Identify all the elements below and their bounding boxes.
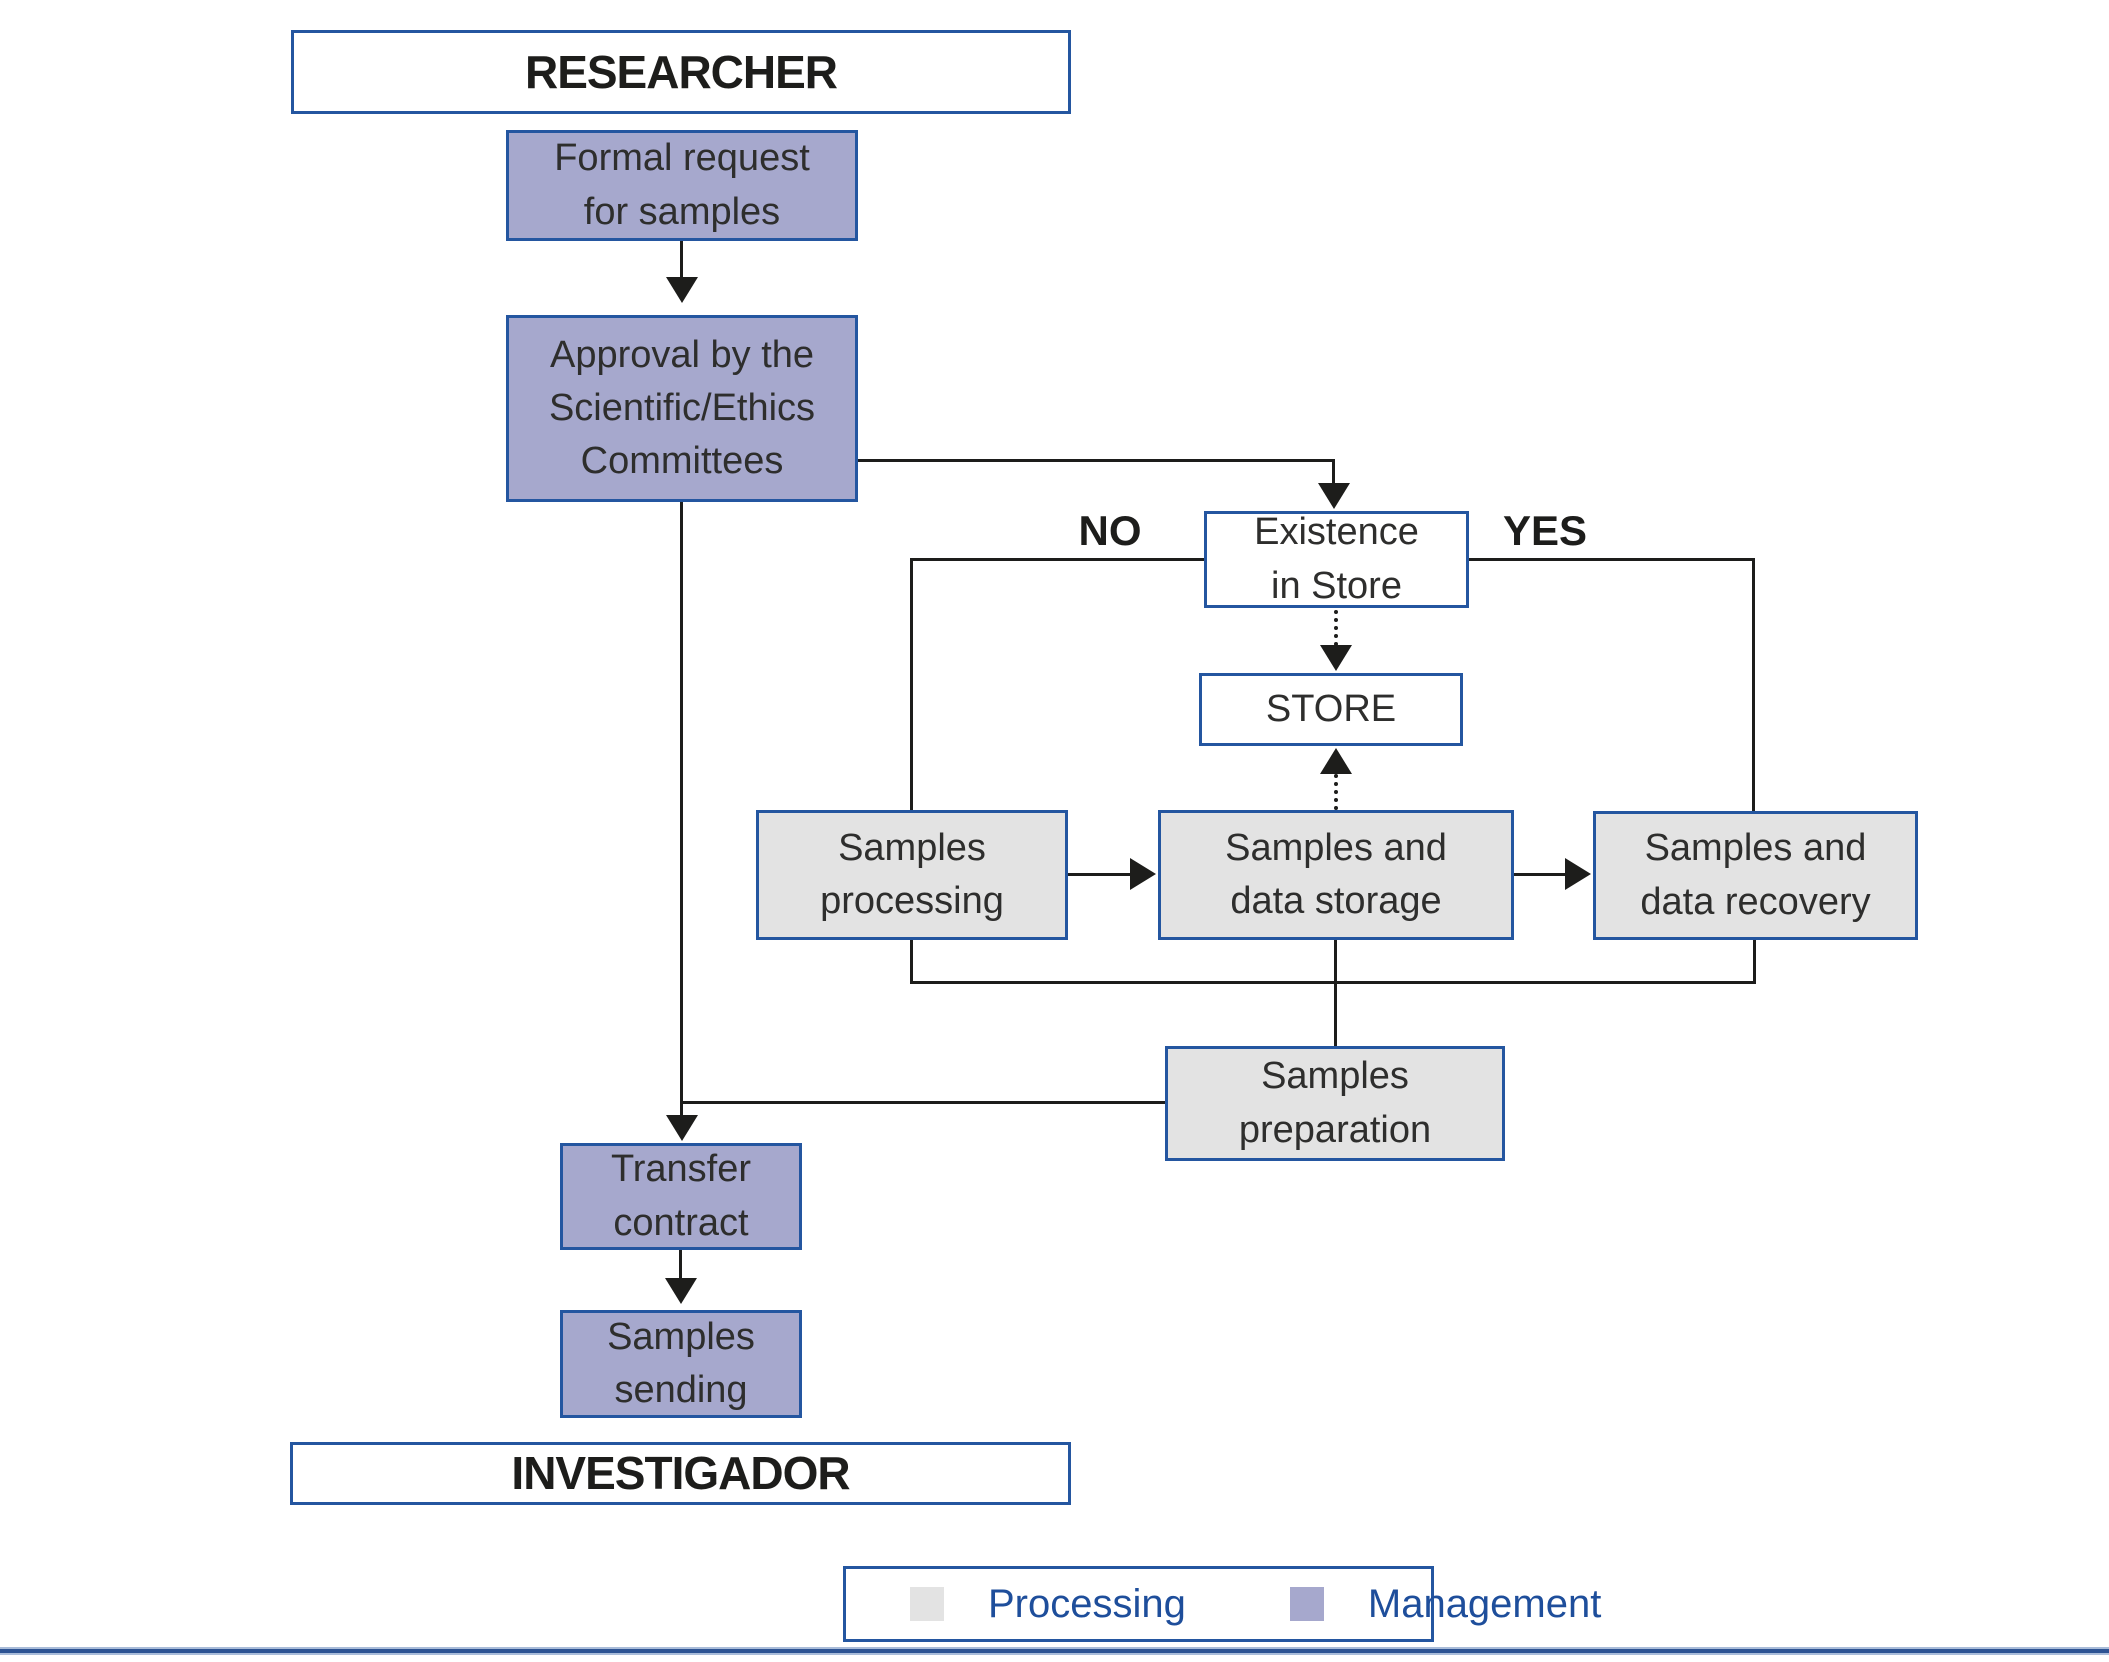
legend-box: Processing Management	[843, 1566, 1601, 1642]
bottom-rule-light-top	[0, 1647, 2109, 1649]
connector-no-v	[910, 558, 913, 810]
connector-approval-to-existence-h	[858, 459, 1334, 462]
arrowhead-up-to-store	[1320, 748, 1352, 774]
connector-approval-to-transfer	[680, 502, 683, 1116]
connector-transfer-to-sending	[679, 1250, 682, 1280]
arrowhead-into-transfer	[666, 1115, 698, 1141]
connector-request-to-approval	[680, 241, 683, 279]
bottom-rule-dark	[0, 1649, 2109, 1653]
transfer-contract-box: Transfer contract	[560, 1143, 802, 1250]
researcher-box: RESEARCHER	[291, 30, 1071, 114]
arrowhead-into-sending	[665, 1278, 697, 1304]
samples-sending-box: Samples sending	[560, 1310, 802, 1418]
connector-merge-rail	[910, 981, 1756, 984]
investigador-box: INVESTIGADOR	[290, 1442, 1071, 1505]
dotted-storage-to-store	[1334, 774, 1338, 810]
connector-storage-to-recovery	[1514, 873, 1567, 876]
bottom-rule-light-bottom	[0, 1653, 2109, 1655]
store-box: STORE	[1199, 673, 1463, 746]
samples-processing-box: Samples processing	[756, 810, 1068, 940]
connector-yes-h	[1469, 558, 1755, 561]
samples-data-storage-box: Samples and data storage	[1158, 810, 1514, 940]
arrowhead-into-storage	[1130, 858, 1156, 890]
connector-processing-to-storage	[1068, 873, 1130, 876]
formal-request-box: Formal request for samples	[506, 130, 858, 241]
edge-label-no: NO	[1078, 507, 1142, 554]
arrowhead-into-existence	[1318, 483, 1350, 509]
legend-management-swatch	[1289, 1587, 1324, 1621]
legend-processing-label: Processing	[988, 1581, 1186, 1626]
connector-recovery-bottom-stub	[1753, 940, 1756, 983]
connector-storage-to-preparation	[1334, 940, 1337, 1046]
existence-box: Existence in Store	[1204, 511, 1469, 608]
connector-no-h	[912, 558, 1204, 561]
samples-preparation-box: Samples preparation	[1165, 1046, 1505, 1161]
legend-processing-swatch	[910, 1587, 944, 1621]
samples-data-recovery-box: Samples and data recovery	[1593, 811, 1918, 940]
arrowhead-into-recovery	[1565, 858, 1591, 890]
legend-management-label: Management	[1367, 1581, 1602, 1626]
connector-yes-v	[1752, 558, 1755, 811]
arrowhead-request-to-approval	[666, 277, 698, 303]
approval-box: Approval by the Scientific/Ethics Commit…	[506, 315, 858, 502]
dotted-existence-to-store	[1334, 610, 1338, 646]
connector-approval-to-existence-v	[1332, 459, 1335, 487]
connector-processing-bottom-stub	[910, 940, 913, 983]
edge-label-yes: YES	[1502, 507, 1588, 554]
connector-preparation-to-main	[682, 1101, 1165, 1104]
arrowhead-into-store	[1320, 645, 1352, 671]
